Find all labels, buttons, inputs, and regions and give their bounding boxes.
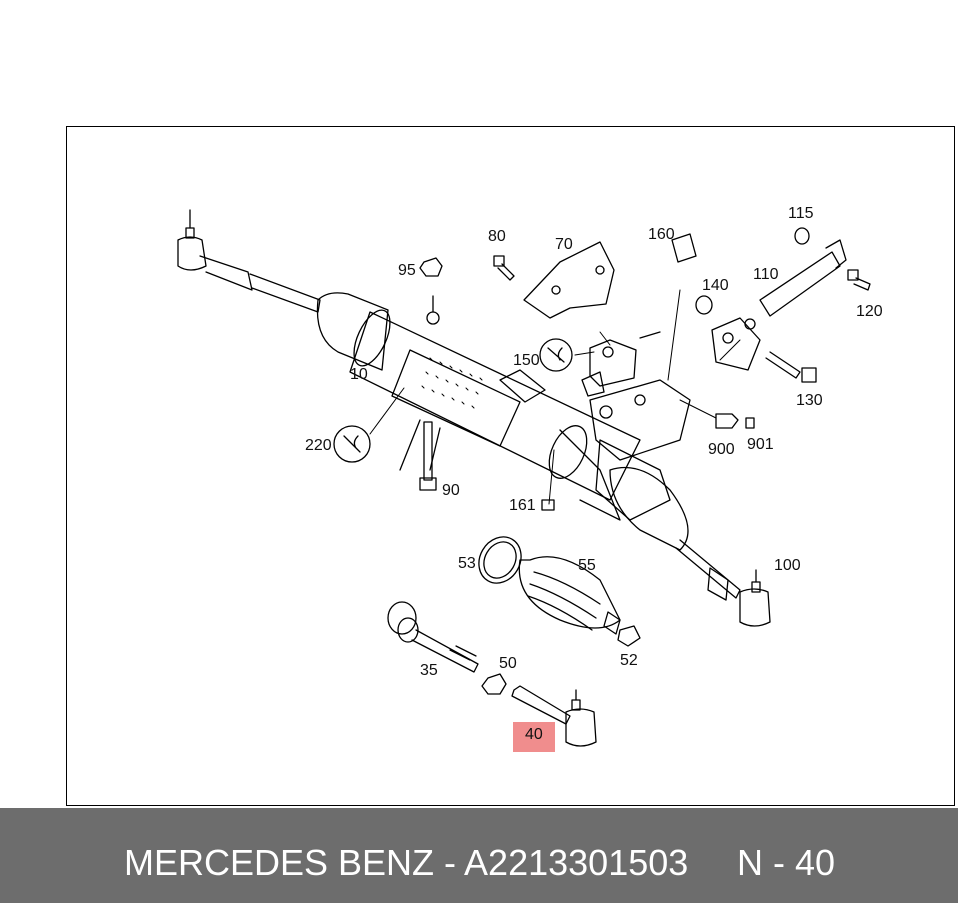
callout-100: 100 (774, 557, 801, 574)
callout-130: 130 (796, 392, 823, 409)
right-tie-rod-end (707, 567, 771, 627)
diagram-position-label: N - 40 (737, 842, 836, 883)
left-tie-rod-end (177, 209, 253, 291)
callout-53: 53 (458, 555, 476, 572)
callout-52: 52 (620, 652, 638, 669)
part-140-washer (695, 295, 713, 315)
part-115-washer (794, 227, 810, 245)
leader-lines (369, 289, 741, 505)
part-130-bolt (765, 351, 817, 383)
part-70-bracket (523, 241, 615, 319)
callout-120: 120 (856, 303, 883, 320)
rack-housing (349, 295, 641, 521)
callout-150: 150 (513, 352, 540, 369)
callout-140: 140 (702, 277, 729, 294)
part-161-screw (541, 499, 555, 511)
part-number-title: MERCEDES BENZ - A2213301503 (124, 842, 689, 883)
part-80-bolt (493, 255, 515, 281)
callout-220: 220 (305, 437, 332, 454)
callout-110: 110 (753, 266, 779, 283)
part-220-wrench-symbol (333, 425, 371, 463)
callout-40-highlighted: 40 (513, 722, 555, 752)
callout-55: 55 (578, 557, 596, 574)
right-boot (609, 466, 689, 551)
callout-90: 90 (442, 482, 460, 499)
left-boot (316, 292, 389, 371)
left-tie-rod (249, 273, 321, 313)
footer-bar (0, 808, 958, 903)
part-95-nut (419, 257, 443, 277)
callout-160: 160 (648, 226, 675, 243)
sleeve-texture (421, 357, 483, 409)
part-150-wrench-symbol (539, 338, 573, 372)
callout-70: 70 (555, 236, 573, 253)
part-150-sensor (581, 331, 661, 397)
callout-10: 10 (350, 366, 368, 383)
part-52-clamp (617, 625, 641, 647)
callout-115: 115 (788, 205, 814, 222)
callout-35: 35 (420, 662, 438, 679)
diagram-frame (66, 126, 955, 806)
part-110-shaft (711, 239, 847, 371)
part-53-clamp (478, 536, 522, 584)
callout-901: 901 (747, 436, 774, 453)
part-50-nut (481, 673, 507, 695)
callout-95: 95 (398, 262, 416, 279)
right-tie-rod (675, 539, 741, 599)
callout-161: 161 (509, 497, 536, 514)
part-40-outer-tie-rod-end (511, 685, 597, 747)
steering-rack-drawing (177, 209, 871, 747)
callout-50: 50 (499, 655, 517, 672)
callout-80: 80 (488, 228, 506, 245)
part-160-sleeve (671, 233, 697, 263)
callout-900: 900 (708, 441, 735, 458)
valve-body (589, 379, 691, 521)
part-901-pin (745, 417, 755, 429)
part-900-connector (715, 413, 739, 429)
part-35-inner-rod (387, 601, 479, 673)
part-120-bolt (847, 269, 871, 291)
part-90-bolt (419, 421, 437, 491)
part-55-bellows (518, 556, 621, 635)
